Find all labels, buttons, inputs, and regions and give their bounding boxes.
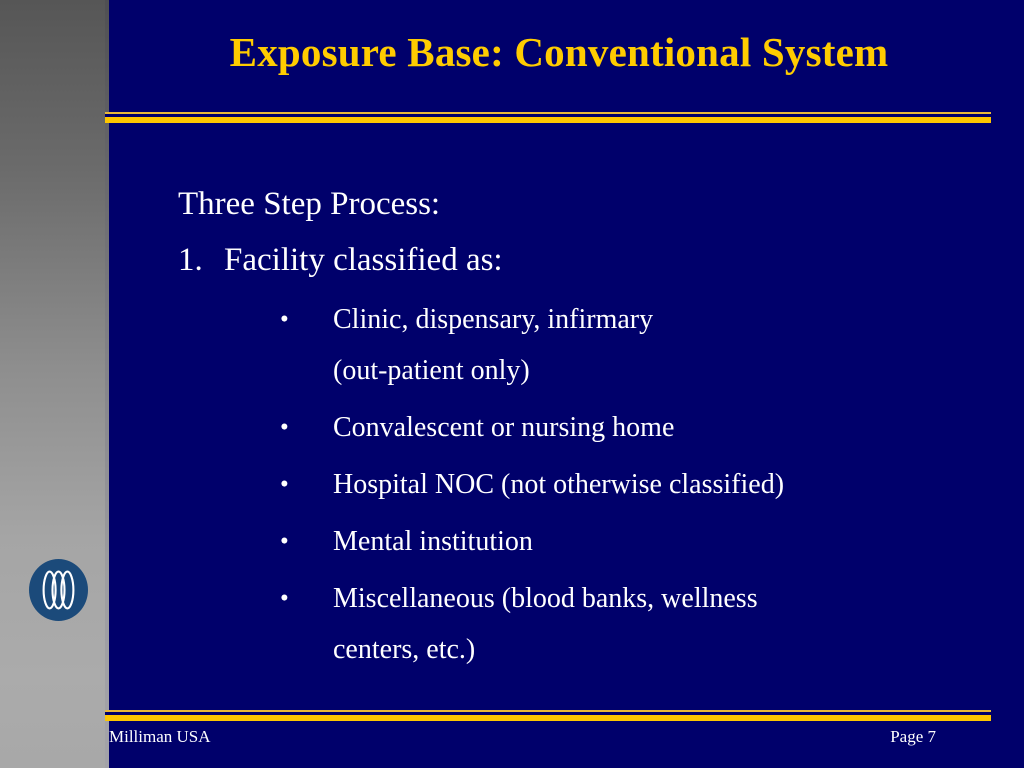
list-item: • Convalescent or nursing home (280, 406, 1014, 449)
left-bar-edge (105, 0, 109, 768)
list-item-line-2: (out-patient only) (333, 355, 530, 386)
footer-page-number: Page 7 (890, 727, 936, 746)
divider-thick-line (105, 117, 991, 123)
milliman-logo (29, 559, 88, 621)
list-item-text: Clinic, dispensary, infirmary (out-patie… (333, 298, 1014, 392)
footer-divider (105, 710, 991, 721)
list-item-text: Hospital NOC (not otherwise classified) (333, 469, 785, 500)
list-item: • Hospital NOC (not otherwise classified… (280, 463, 1014, 506)
bullet-icon: • (280, 414, 289, 441)
numbered-item-marker: 1. (178, 242, 203, 278)
slide-body: Three Step Process: 1. Facility classifi… (109, 176, 1014, 685)
bullet-list: • Clinic, dispensary, infirmary (out-pat… (109, 298, 1014, 671)
footer-divider-thick-line (105, 715, 991, 721)
list-item-text: Convalescent or nursing home (333, 412, 675, 443)
list-item-line-1: Clinic, dispensary, infirmary (333, 304, 654, 335)
bullet-icon: • (280, 585, 289, 612)
lead-text: Three Step Process: (178, 186, 441, 222)
list-item: • Mental institution (280, 520, 1014, 563)
list-item-line-1: Miscellaneous (blood banks, wellness (333, 583, 758, 614)
divider-thin-line (105, 112, 991, 114)
footer-divider-gap (105, 712, 991, 715)
list-item-line-2: centers, etc.) (333, 634, 476, 665)
slide-title: Exposure Base: Conventional System (229, 29, 889, 75)
title-divider (105, 112, 991, 123)
left-gradient-bar (0, 0, 109, 768)
list-item-text: Miscellaneous (blood banks, wellness cen… (333, 577, 1014, 671)
numbered-item-1: 1. Facility classified as: (109, 232, 1014, 288)
footer-company: Milliman USA (109, 727, 211, 746)
list-item: • Miscellaneous (blood banks, wellness c… (280, 577, 1014, 671)
bullet-icon: • (280, 471, 289, 498)
bullet-icon: • (280, 306, 289, 333)
list-item: • Clinic, dispensary, infirmary (out-pat… (280, 298, 1014, 392)
divider-gap (105, 114, 991, 117)
numbered-item-label: Facility classified as: (224, 242, 503, 278)
list-item-text: Mental institution (333, 526, 533, 557)
bullet-icon: • (280, 528, 289, 555)
slide-footer: Milliman USA Page 7 (109, 727, 995, 747)
footer-divider-thin-line (105, 710, 991, 712)
